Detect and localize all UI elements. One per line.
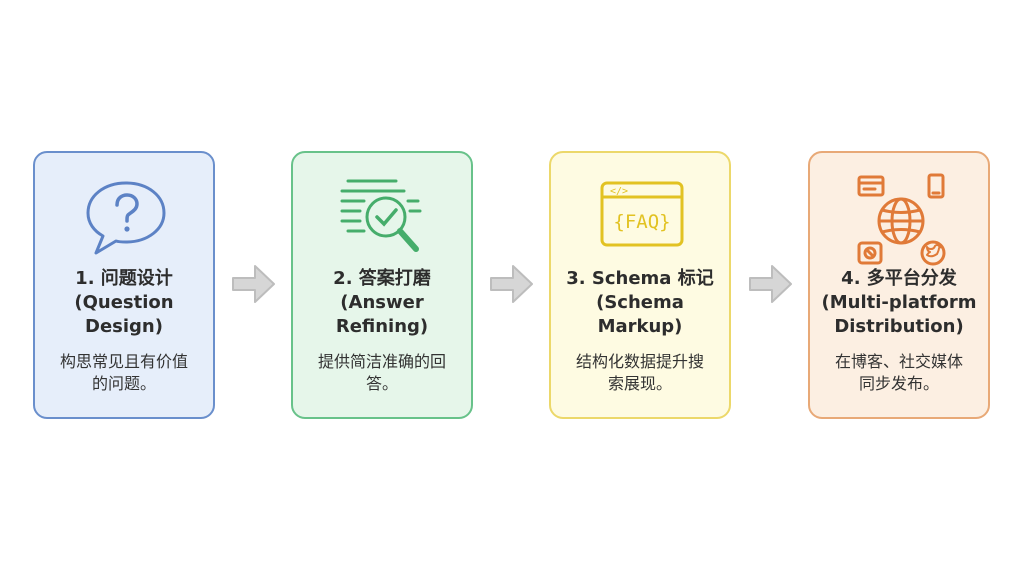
step-description-line: 提供简洁准确的回 <box>317 352 446 371</box>
arrow-right-icon <box>487 261 535 307</box>
step-title: 2. 答案打磨 (Answer Refining) <box>293 267 471 339</box>
step-title-line: Refining) <box>335 316 429 337</box>
step-card-schema-markup: </> {FAQ} 3. Schema 标记 (Schema Markup) 结… <box>549 151 731 419</box>
step-title-line: 1. 问题设计 <box>75 268 173 289</box>
step-title-line: 2. 答案打磨 <box>333 268 431 289</box>
step-title-line: Markup) <box>597 316 683 337</box>
question-bubble-icon <box>76 169 176 269</box>
step-title-line: (Question <box>74 292 174 313</box>
arrow-right-icon <box>746 261 794 307</box>
step-description-line: 索展现。 <box>607 374 672 393</box>
document-magnifier-check-icon <box>334 169 434 269</box>
step-title-line: (Answer <box>340 292 424 313</box>
step-description: 构思常见且有价值 的问题。 <box>49 351 199 395</box>
step-description: 提供简洁准确的回 答。 <box>307 351 457 395</box>
code-tag-label: </> <box>610 186 628 197</box>
step-title-line: 3. Schema 标记 <box>566 268 714 289</box>
step-title-line: Distribution) <box>834 316 964 337</box>
globe-multi-platform-icon <box>851 169 951 269</box>
step-description-line: 的问题。 <box>91 374 156 393</box>
step-title: 4. 多平台分发 (Multi-platform Distribution) <box>810 267 988 339</box>
step-title-line: (Schema <box>596 292 684 313</box>
step-title-line: 4. 多平台分发 <box>841 268 957 289</box>
step-description-line: 同步发布。 <box>858 374 939 393</box>
step-card-multi-platform-distribution: 4. 多平台分发 (Multi-platform Distribution) 在… <box>808 151 990 419</box>
faq-label: {FAQ} <box>613 211 670 233</box>
step-title: 1. 问题设计 (Question Design) <box>35 267 213 339</box>
step-description-line: 在博客、社交媒体 <box>834 352 963 371</box>
step-description-line: 答。 <box>365 374 398 393</box>
step-description: 结构化数据提升搜 索展现。 <box>565 351 715 395</box>
step-description-line: 结构化数据提升搜 <box>575 352 704 371</box>
step-card-answer-refining: 2. 答案打磨 (Answer Refining) 提供简洁准确的回 答。 <box>291 151 473 419</box>
faq-code-window-icon: </> {FAQ} <box>592 169 692 269</box>
step-title-line: Design) <box>85 316 163 337</box>
step-description-line: 构思常见且有价值 <box>59 352 188 371</box>
arrow-right-icon <box>229 261 277 307</box>
step-card-question-design: 1. 问题设计 (Question Design) 构思常见且有价值 的问题。 <box>33 151 215 419</box>
step-title-line: (Multi-platform <box>821 292 977 313</box>
step-description: 在博客、社交媒体 同步发布。 <box>824 351 974 395</box>
step-title: 3. Schema 标记 (Schema Markup) <box>551 267 729 339</box>
